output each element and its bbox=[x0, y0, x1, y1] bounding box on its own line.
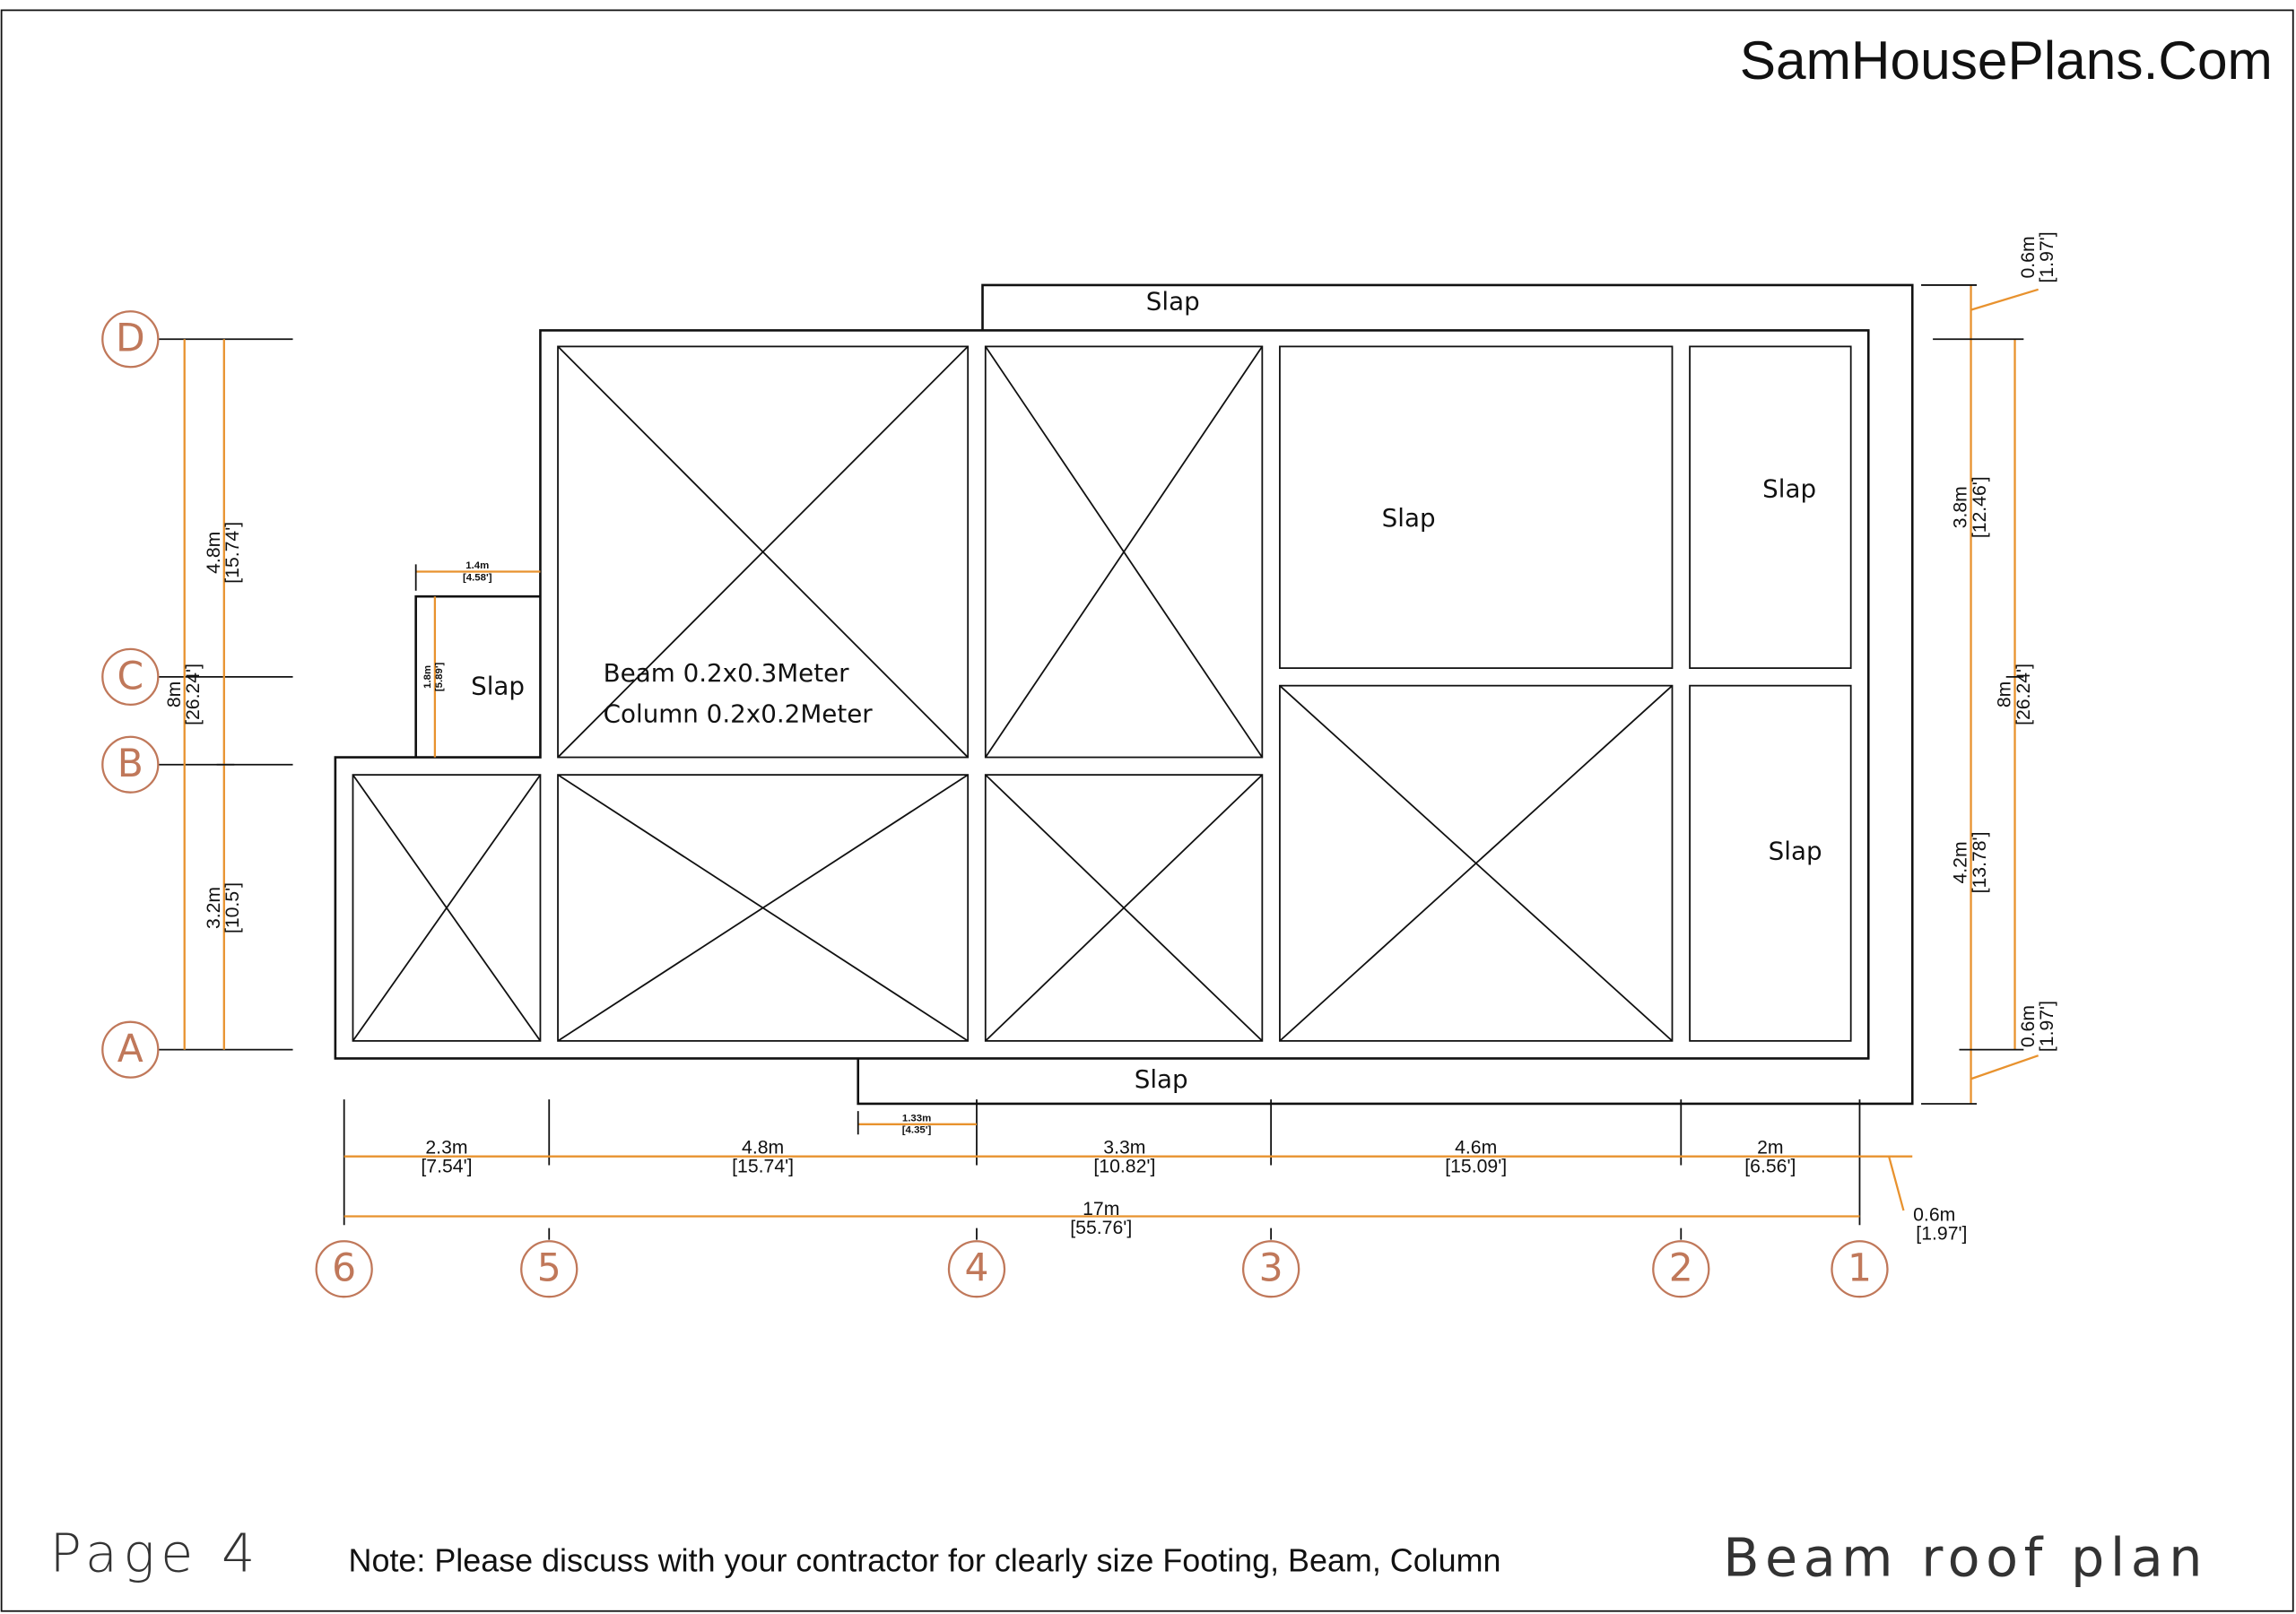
svg-text:Slap: Slap bbox=[1382, 503, 1436, 533]
svg-text:[26.24']: [26.24'] bbox=[2013, 664, 2034, 725]
svg-text:[15.09']: [15.09'] bbox=[1445, 1157, 1507, 1177]
svg-text:2: 2 bbox=[1669, 1247, 1693, 1291]
svg-text:3.8m: 3.8m bbox=[1951, 486, 1971, 528]
svg-text:2m: 2m bbox=[1757, 1137, 1783, 1158]
svg-text:C: C bbox=[117, 655, 144, 699]
svg-text:0.6m: 0.6m bbox=[2018, 236, 2039, 278]
svg-text:[1.97']: [1.97'] bbox=[2037, 231, 2057, 282]
svg-text:[55.76']: [55.76'] bbox=[1070, 1218, 1132, 1238]
svg-text:Slap: Slap bbox=[1762, 473, 1816, 503]
svg-text:1.4m: 1.4m bbox=[465, 560, 489, 571]
svg-text:[4.35']: [4.35'] bbox=[902, 1125, 932, 1136]
svg-text:4.8m: 4.8m bbox=[742, 1137, 784, 1158]
svg-text:3.3m: 3.3m bbox=[1103, 1137, 1145, 1158]
svg-text:3: 3 bbox=[1259, 1247, 1283, 1291]
svg-text:[1.97']: [1.97'] bbox=[2037, 1001, 2057, 1052]
svg-text:D: D bbox=[116, 317, 145, 361]
svg-text:4: 4 bbox=[964, 1247, 988, 1291]
svg-text:Slap: Slap bbox=[1135, 1064, 1188, 1094]
svg-text:5: 5 bbox=[537, 1247, 561, 1291]
svg-text:[6.56']: [6.56'] bbox=[1744, 1157, 1796, 1177]
svg-text:4.6m: 4.6m bbox=[1455, 1137, 1497, 1158]
svg-text:[7.54']: [7.54'] bbox=[421, 1157, 472, 1177]
svg-text:Slap: Slap bbox=[1769, 837, 1822, 866]
svg-text:Slap: Slap bbox=[471, 671, 525, 700]
svg-text:[15.74']: [15.74'] bbox=[732, 1157, 794, 1177]
svg-text:[10.5']: [10.5'] bbox=[222, 882, 243, 933]
svg-text:[26.24']: [26.24'] bbox=[183, 664, 204, 725]
svg-text:8m: 8m bbox=[1995, 681, 2015, 707]
page-border bbox=[0, 9, 2294, 1612]
svg-text:0.6m: 0.6m bbox=[2018, 1005, 2039, 1047]
svg-text:[1.97']: [1.97'] bbox=[1916, 1224, 1967, 1245]
svg-text:1.33m: 1.33m bbox=[902, 1114, 931, 1124]
brand-logo: SamHousePlans.Com bbox=[1740, 30, 2273, 91]
svg-text:1: 1 bbox=[1848, 1247, 1872, 1291]
column-spec: Column 0.2x0.2Meter bbox=[604, 699, 874, 728]
svg-text:0.6m: 0.6m bbox=[1913, 1204, 1955, 1225]
svg-text:[12.46']: [12.46'] bbox=[1970, 476, 1990, 538]
contractor-note: Note: Please discuss with your contracto… bbox=[349, 1543, 1501, 1579]
dimension-lines bbox=[183, 284, 2039, 1218]
svg-text:4.2m: 4.2m bbox=[1951, 841, 1971, 883]
beam-spec: Beam 0.2x0.3Meter bbox=[604, 658, 850, 688]
svg-text:[15.74']: [15.74'] bbox=[222, 522, 243, 584]
dimension-labels: 2.3m[7.54'] 4.8m[15.74'] 3.3m[10.82'] 4.… bbox=[164, 231, 2057, 1244]
drawing-title: Beam roof plan bbox=[1723, 1527, 2208, 1589]
svg-text:3.2m: 3.2m bbox=[204, 887, 224, 929]
building-outline bbox=[334, 283, 1914, 1106]
svg-text:B: B bbox=[117, 742, 144, 786]
svg-text:Slap: Slap bbox=[1146, 287, 1200, 317]
grid-rows: D C B A bbox=[101, 310, 293, 1079]
svg-text:17m: 17m bbox=[1083, 1199, 1119, 1219]
svg-text:6: 6 bbox=[332, 1247, 356, 1291]
svg-text:2.3m: 2.3m bbox=[425, 1137, 467, 1158]
svg-text:[10.82']: [10.82'] bbox=[1093, 1157, 1155, 1177]
panels bbox=[352, 345, 1852, 1042]
svg-text:[4.58']: [4.58'] bbox=[463, 572, 492, 583]
svg-text:[13.78']: [13.78'] bbox=[1970, 832, 1990, 894]
svg-text:8m: 8m bbox=[164, 681, 185, 707]
svg-text:4.8m: 4.8m bbox=[204, 532, 224, 574]
svg-text:1.8m: 1.8m bbox=[422, 665, 433, 689]
grid-cols: 6 5 4 3 2 1 bbox=[315, 1099, 1889, 1298]
page-label: Page 4 bbox=[50, 1523, 261, 1584]
svg-text:A: A bbox=[117, 1028, 144, 1072]
svg-text:[5.89']: [5.89'] bbox=[434, 662, 445, 691]
slab-labels: Slap Slap Slap Slap Slap Slap bbox=[471, 287, 1822, 1094]
